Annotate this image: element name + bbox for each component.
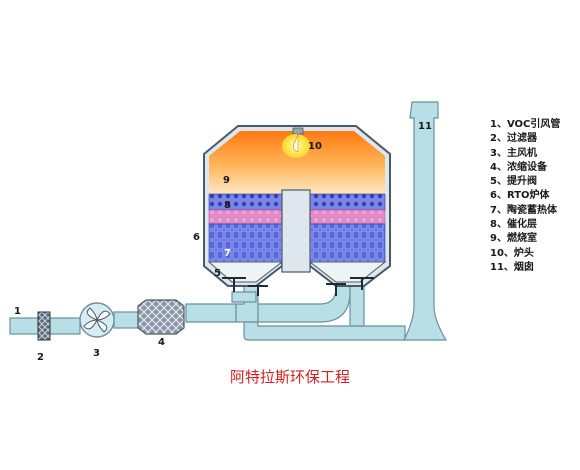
filter [37, 311, 51, 341]
inlet-duct [9, 317, 39, 335]
duct-filter-to-fan [49, 317, 81, 335]
legend-item-10: 10、炉头 [490, 247, 534, 259]
concentrator [137, 299, 185, 335]
callout-5: 5 [214, 268, 221, 279]
duct-right-to-stack [349, 283, 365, 327]
ductwork [9, 283, 406, 341]
combustion-chamber [209, 131, 385, 194]
callout-6: 6 [193, 232, 200, 243]
legend-item-6: 6、RTO炉体 [490, 190, 550, 202]
callout-7: 7 [224, 248, 231, 259]
legend-item-7: 7、陶瓷蓄热体 [490, 204, 557, 216]
callout-4: 4 [158, 337, 165, 348]
callout-9: 9 [223, 175, 230, 186]
callout-11: 11 [418, 121, 432, 132]
poppet-valves [222, 277, 374, 296]
duct-lower-loop [231, 291, 257, 303]
duct-main-run [185, 303, 237, 323]
callout-8: 8 [224, 200, 231, 211]
legend-item-2: 2、过滤器 [490, 133, 537, 145]
legend-item-11: 11、烟囱 [490, 261, 534, 273]
legend-item-5: 5、提升阀 [490, 176, 537, 188]
legend: 1、VOC引风管 2、过滤器 3、主风机 4、浓缩设备 5、提升阀 6、RTO炉… [490, 118, 578, 275]
chimney [403, 101, 448, 341]
company-caption: 阿特拉斯环保工程 [229, 368, 350, 386]
rto-furnace [203, 125, 391, 287]
right-bed [308, 193, 387, 283]
duct-crossover [243, 321, 406, 341]
burner [282, 127, 310, 158]
legend-item-8: 8、催化层 [490, 219, 537, 231]
legend-item-1: 1、VOC引风管 [490, 119, 561, 130]
callout-1: 1 [14, 306, 21, 317]
duct-fan-to-concentrator [113, 311, 139, 329]
legend-item-3: 3、主风机 [490, 147, 537, 159]
left-bed [207, 193, 284, 283]
callout-3: 3 [93, 348, 100, 359]
callout-2: 2 [37, 352, 44, 363]
legend-item-4: 4、浓缩设备 [490, 161, 547, 173]
duct-to-left-hopper [235, 284, 259, 323]
legend-item-9: 9、燃烧室 [490, 233, 537, 245]
callout-10: 10 [308, 141, 322, 152]
main-fan [79, 302, 115, 338]
